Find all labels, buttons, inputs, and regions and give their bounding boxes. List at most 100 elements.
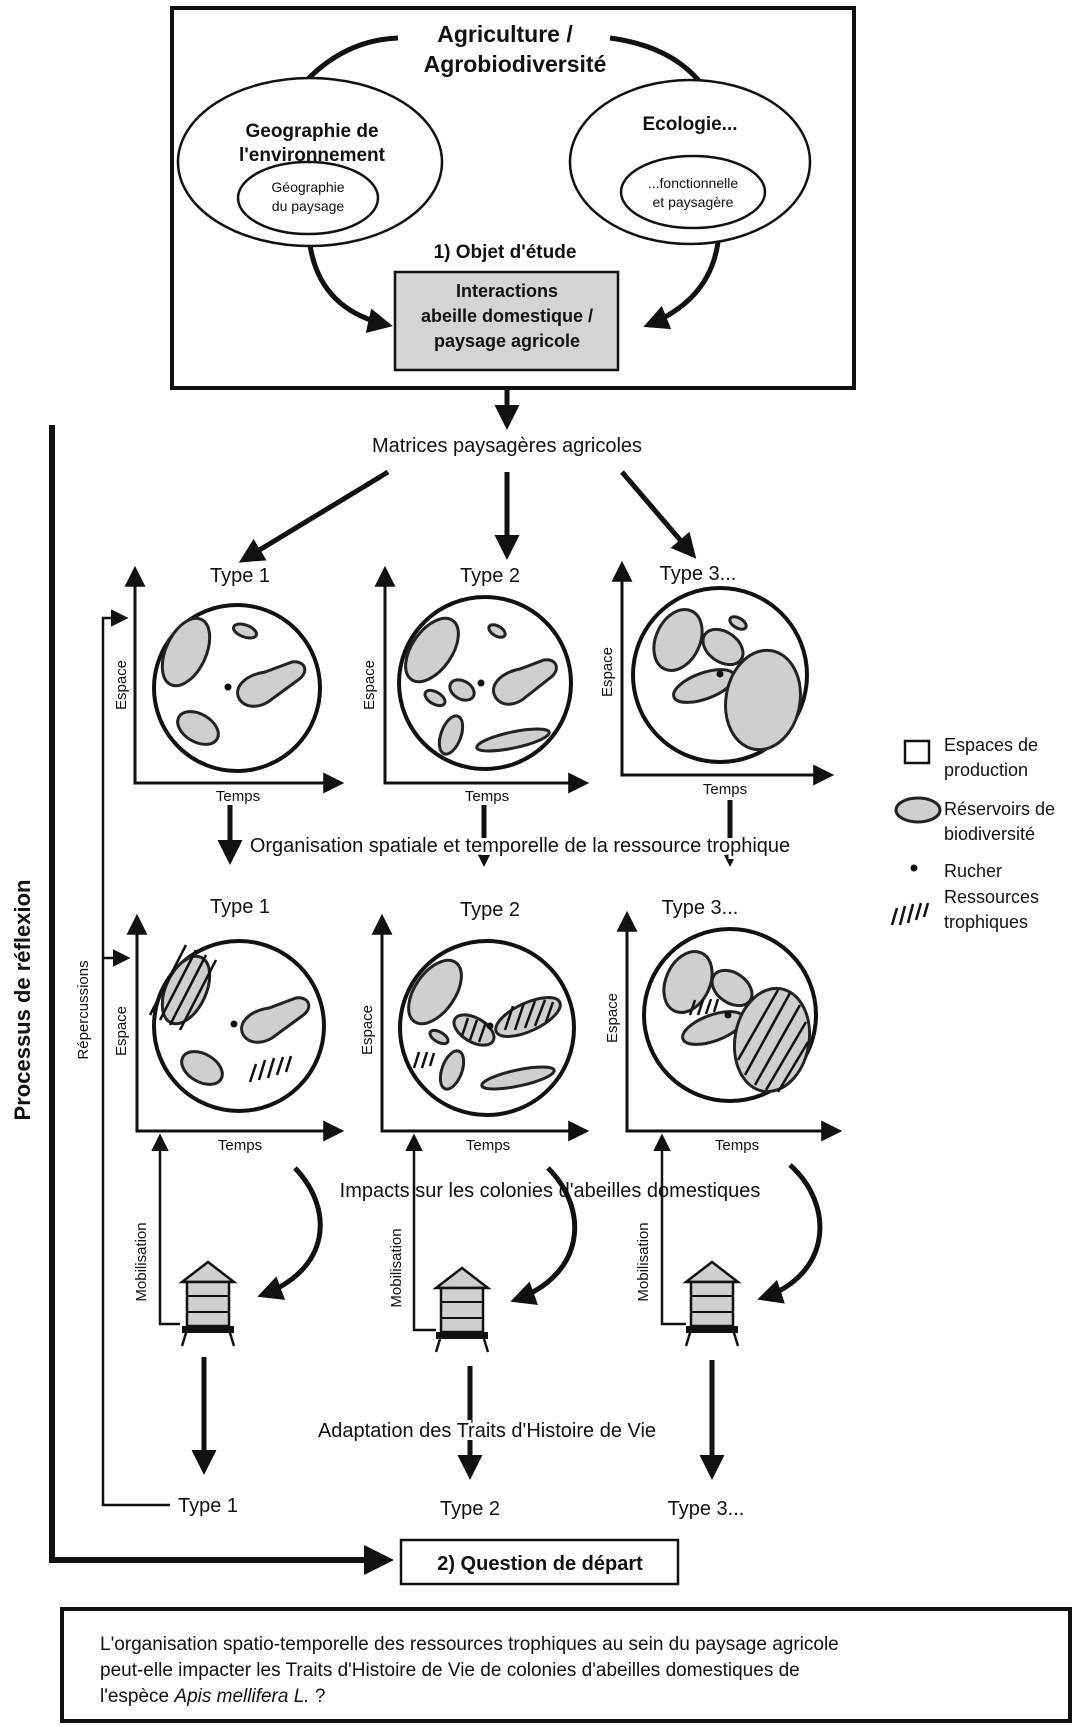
reservoir-hatched — [732, 986, 812, 1094]
right-inner-line1: ...fonctionnelle — [648, 175, 738, 191]
final-type3: Type 3... — [668, 1498, 745, 1520]
hatch — [178, 959, 218, 1031]
reservoir — [492, 658, 558, 706]
hatch — [468, 1019, 479, 1041]
legend-reservoir-swatch — [894, 796, 942, 824]
ressources-trophiques — [412, 1051, 436, 1069]
reservoir — [701, 627, 745, 667]
row1-type1-label: Type 1 — [210, 565, 270, 587]
row2-type3-label: Type 3... — [662, 897, 739, 919]
reservoir — [475, 727, 551, 753]
processus-label: Processus de réflexion — [10, 880, 35, 1121]
impact-arrow-3 — [757, 1163, 823, 1304]
legend-rucher-swatch — [910, 864, 918, 872]
hatch — [477, 1021, 488, 1043]
impact-arrow-2 — [510, 1166, 578, 1306]
hatch — [753, 1004, 802, 1086]
reservoir — [448, 678, 476, 702]
title-line1: Agriculture / — [437, 21, 573, 47]
row2-type3-yaxis: Espace — [604, 993, 621, 1043]
hatch — [544, 1001, 555, 1023]
reservoir — [180, 1050, 224, 1086]
hatch — [776, 1041, 810, 1093]
row1-type2-xaxis: Temps — [465, 788, 509, 805]
reservoir — [662, 950, 714, 1014]
mobilisation-arrow-3 — [653, 1133, 686, 1326]
objet-label: 1) Objet d'étude — [434, 242, 577, 263]
reservoir — [487, 623, 507, 639]
row1: Type 1 Espace Temps Type 2 Espace Temps … — [113, 560, 835, 805]
reservoir — [728, 615, 748, 631]
reservoir — [404, 616, 460, 684]
hatch — [148, 944, 188, 1016]
rucher-dot — [477, 679, 485, 687]
reservoir — [438, 1049, 466, 1091]
hatch — [503, 1005, 515, 1031]
impacts-label: Impacts sur les colonies d'abeilles dome… — [340, 1180, 761, 1202]
reservoir — [240, 996, 311, 1044]
row1-type2-label: Type 2 — [460, 565, 520, 587]
mobilisation-label-2: Mobilisation — [388, 1228, 405, 1307]
hatch — [736, 989, 780, 1061]
bottom-question-line1: L'organisation spatio-temporelle des res… — [100, 1634, 839, 1655]
legend-reservoirs-line1: Réservoirs de — [944, 799, 1055, 819]
reservoir — [407, 958, 463, 1026]
reservoir — [176, 710, 220, 746]
rucher-dot — [724, 1011, 732, 1019]
legend-ressources-swatch — [890, 902, 930, 926]
row1-type3-label: Type 3... — [660, 563, 737, 585]
hatch — [460, 1017, 470, 1037]
bottom-question-line3-suffix: ? — [310, 1686, 326, 1707]
hatch — [743, 992, 792, 1076]
arc-right-down — [643, 241, 721, 330]
legend-production-line1: Espaces de — [944, 735, 1038, 755]
hatch — [523, 1000, 537, 1029]
row2-type3-xaxis: Temps — [715, 1137, 759, 1154]
ressources-trophiques — [688, 998, 720, 1016]
left-line2: l'environnement — [239, 145, 386, 166]
row2-type2-yaxis: Espace — [359, 1005, 376, 1055]
row1-type2-yaxis: Espace — [361, 660, 378, 710]
final-type2: Type 2 — [440, 1498, 500, 1520]
row1-type2-axes — [374, 565, 590, 794]
rucher-dot — [716, 670, 724, 678]
ellipse-geographie-paysage — [236, 160, 380, 236]
left-inner-line1: Géographie — [271, 179, 344, 195]
row1-type3-xaxis: Temps — [703, 781, 747, 798]
arc-left-down — [307, 244, 393, 333]
reservoir — [232, 622, 258, 640]
row1-type3-axes — [611, 560, 835, 786]
right-title: Ecologie... — [642, 114, 737, 135]
top-box: Agriculture / Agrobiodiversité Geographi… — [170, 6, 856, 390]
row2-type3-axes — [616, 910, 843, 1142]
left-line1: Geographie de — [245, 121, 378, 142]
repercussions-line — [101, 609, 170, 1507]
mobilisation-arrow-2 — [405, 1133, 436, 1332]
legend-rucher: Rucher — [944, 861, 1002, 881]
rucher-dot — [224, 683, 232, 691]
mobilisation-label-1: Mobilisation — [133, 1222, 150, 1301]
row2-type1-axes — [126, 913, 345, 1142]
title-line2: Agrobiodiversité — [424, 51, 607, 77]
arc-top-right — [609, 35, 702, 84]
hive-icon — [682, 1260, 742, 1347]
reservoir — [423, 688, 447, 708]
processus-arrow — [49, 425, 394, 1575]
reservoir — [160, 616, 212, 688]
right-inner-line2: et paysagère — [653, 194, 734, 210]
mobilisation-arrow-1 — [151, 1133, 180, 1326]
question-label: 2) Question de départ — [437, 1553, 643, 1575]
row1-type1-axes — [124, 565, 345, 794]
hatch — [764, 1021, 808, 1091]
rucher-dot — [486, 1022, 494, 1030]
ellipse-fonctionnelle — [619, 154, 767, 230]
reservoir — [437, 714, 465, 756]
arrow-to-type3 — [620, 470, 697, 559]
reservoir — [724, 648, 802, 752]
final-type1: Type 1 — [178, 1495, 238, 1517]
rucher-dot — [230, 1020, 238, 1028]
row2-type1-yaxis: Espace — [113, 1006, 130, 1056]
interaction-line2: abeille domestique / — [421, 306, 593, 326]
row2-type1-label: Type 1 — [210, 896, 270, 918]
